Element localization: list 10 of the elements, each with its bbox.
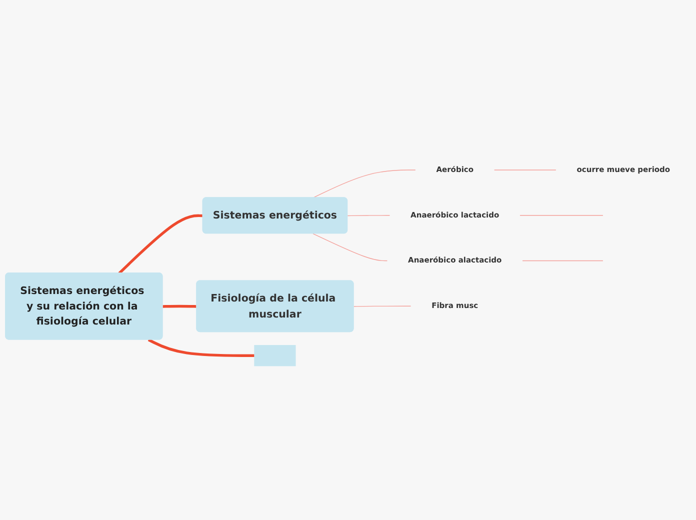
connector <box>347 215 390 216</box>
node-box <box>254 345 296 366</box>
connector <box>519 215 604 216</box>
connector <box>118 214 204 274</box>
connector <box>522 260 604 262</box>
connector <box>312 233 388 262</box>
connector <box>162 304 197 308</box>
connector <box>148 338 254 357</box>
connector <box>312 170 416 198</box>
connector <box>353 306 412 307</box>
